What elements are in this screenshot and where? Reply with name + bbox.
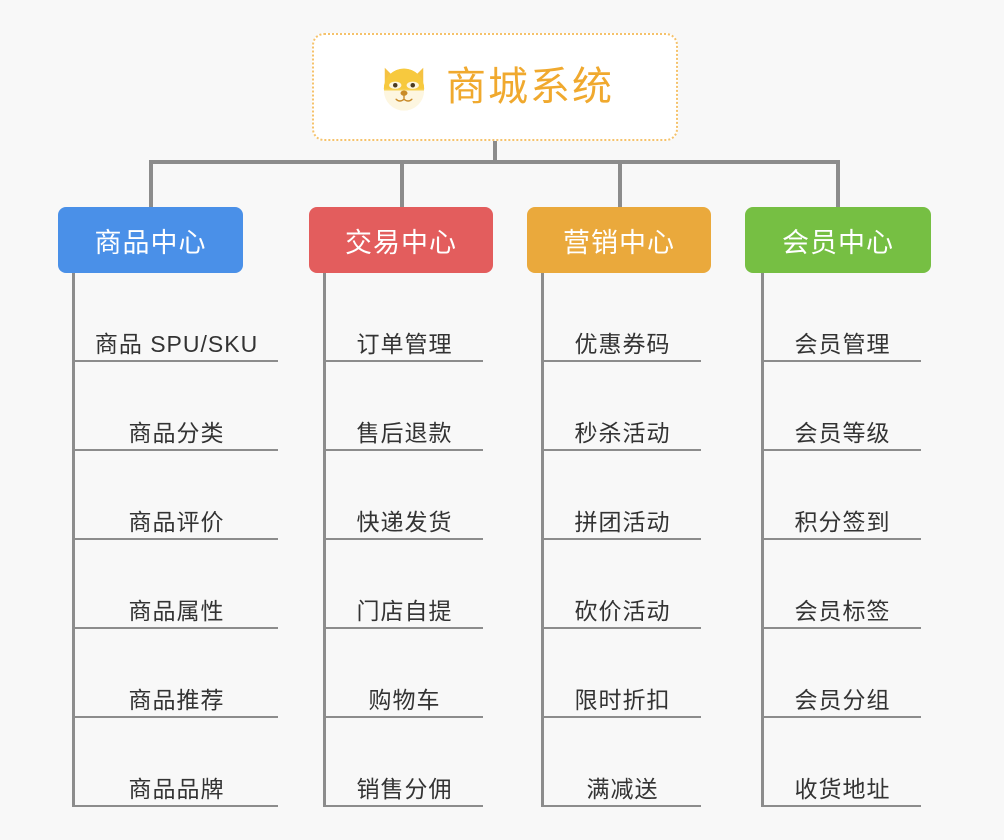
leaf-label: 商品评价 xyxy=(128,508,225,535)
leaf-item[interactable]: 会员等级 xyxy=(764,362,921,451)
leaf-column-3: 优惠券码秒杀活动拼团活动砍价活动限时折扣满减送 xyxy=(541,273,701,807)
leaf-item[interactable]: 商品属性 xyxy=(75,540,278,629)
shiba-dog-face-icon xyxy=(383,67,425,111)
branch-label: 营销中心 xyxy=(563,227,675,258)
branch-node-3[interactable]: 营销中心 xyxy=(527,207,711,273)
leaf-item[interactable]: 商品品牌 xyxy=(75,718,278,807)
leaf-label: 会员管理 xyxy=(794,330,891,357)
leaf-label: 订单管理 xyxy=(356,330,453,357)
leaf-item[interactable]: 限时折扣 xyxy=(544,629,701,718)
leaf-item[interactable]: 商品评价 xyxy=(75,451,278,540)
leaf-item[interactable]: 购物车 xyxy=(326,629,483,718)
leaf-label: 限时折扣 xyxy=(574,686,671,713)
leaf-label: 积分签到 xyxy=(794,508,891,535)
leaf-item[interactable]: 会员管理 xyxy=(764,273,921,362)
branch-node-2[interactable]: 交易中心 xyxy=(309,207,493,273)
leaf-label: 会员标签 xyxy=(794,597,891,624)
leaf-item[interactable]: 商品 SPU/SKU xyxy=(75,273,278,362)
leaf-item[interactable]: 售后退款 xyxy=(326,362,483,451)
leaf-item[interactable]: 秒杀活动 xyxy=(544,362,701,451)
connector-root-vertical xyxy=(493,141,497,163)
leaf-item[interactable]: 门店自提 xyxy=(326,540,483,629)
leaf-label: 商品品牌 xyxy=(128,775,225,802)
leaf-label: 商品分类 xyxy=(128,419,225,446)
connector-horizontal-bus xyxy=(149,160,840,164)
leaf-item[interactable]: 拼团活动 xyxy=(544,451,701,540)
leaf-column-4: 会员管理会员等级积分签到会员标签会员分组收货地址 xyxy=(761,273,921,807)
leaf-item[interactable]: 会员标签 xyxy=(764,540,921,629)
branch-label: 交易中心 xyxy=(345,227,457,258)
leaf-item[interactable]: 满减送 xyxy=(544,718,701,807)
root-title: 商城系统 xyxy=(446,65,614,109)
leaf-label: 售后退款 xyxy=(356,419,453,446)
leaf-label: 满减送 xyxy=(586,775,659,802)
connector-drop-3 xyxy=(618,160,622,207)
leaf-label: 商品属性 xyxy=(128,597,225,624)
branch-label: 商品中心 xyxy=(94,227,207,258)
leaf-item[interactable]: 销售分佣 xyxy=(326,718,483,807)
leaf-label: 优惠券码 xyxy=(574,330,671,357)
leaf-label: 会员分组 xyxy=(794,686,891,713)
leaf-label: 砍价活动 xyxy=(574,597,671,624)
leaf-column-2: 订单管理售后退款快递发货门店自提购物车销售分佣 xyxy=(323,273,483,807)
leaf-label: 购物车 xyxy=(368,686,441,713)
leaf-item[interactable]: 快递发货 xyxy=(326,451,483,540)
leaf-item[interactable]: 商品分类 xyxy=(75,362,278,451)
leaf-label: 销售分佣 xyxy=(356,775,453,802)
leaf-column-1: 商品 SPU/SKU 商品分类商品评价商品属性商品推荐商品品牌 xyxy=(72,273,278,807)
leaf-item[interactable]: 砍价活动 xyxy=(544,540,701,629)
leaf-item[interactable]: 优惠券码 xyxy=(544,273,701,362)
leaf-item[interactable]: 积分签到 xyxy=(764,451,921,540)
branch-node-4[interactable]: 会员中心 xyxy=(745,207,931,273)
leaf-label: 秒杀活动 xyxy=(574,419,671,446)
connector-drop-1 xyxy=(149,160,153,207)
leaf-label: 商品 SPU/SKU xyxy=(94,330,259,357)
leaf-label: 会员等级 xyxy=(794,419,891,446)
leaf-label: 门店自提 xyxy=(356,597,453,624)
leaf-item[interactable]: 会员分组 xyxy=(764,629,921,718)
branch-node-1[interactable]: 商品中心 xyxy=(58,207,243,273)
leaf-label: 商品推荐 xyxy=(128,686,225,713)
leaf-item[interactable]: 收货地址 xyxy=(764,718,921,807)
leaf-label: 收货地址 xyxy=(794,775,891,802)
branch-label: 会员中心 xyxy=(782,227,894,258)
leaf-item[interactable]: 商品推荐 xyxy=(75,629,278,718)
leaf-label: 快递发货 xyxy=(356,508,453,535)
connector-drop-2 xyxy=(400,160,404,207)
leaf-label: 拼团活动 xyxy=(574,508,671,535)
leaf-item[interactable]: 订单管理 xyxy=(326,273,483,362)
connector-drop-4 xyxy=(836,160,840,207)
root-node[interactable]: 商城系统 xyxy=(312,33,678,141)
